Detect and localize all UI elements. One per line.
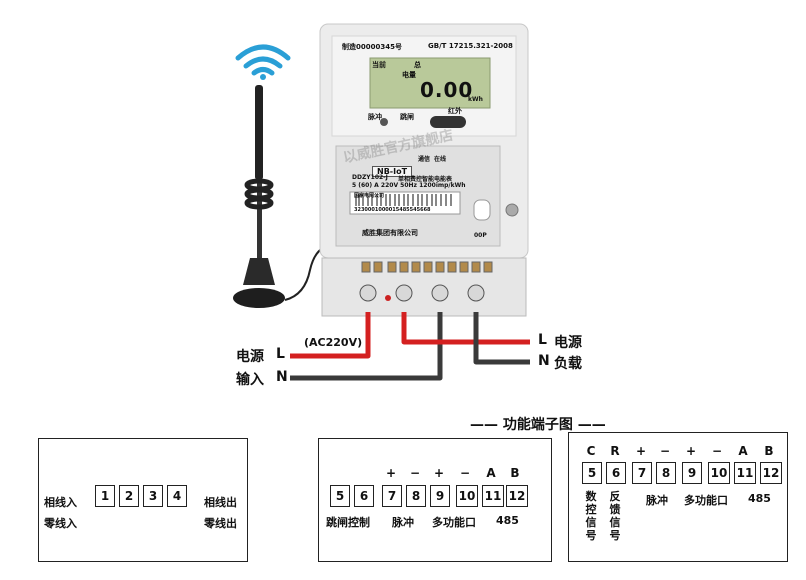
f1-terminal-8: 8	[406, 485, 426, 507]
label-zero-out: 零线出	[204, 517, 237, 530]
f2-symbol-7: +	[635, 444, 647, 458]
f2-symbol-8: −	[659, 444, 671, 458]
f1-terminal-11: 11	[482, 485, 504, 507]
terminal-diagram-title: —— 功能端子图 ——	[470, 417, 606, 433]
f1-terminal-6: 6	[354, 485, 374, 507]
f1-symbol-7: +	[385, 466, 397, 480]
terminal-2: 2	[119, 485, 139, 507]
f1-terminal-5: 5	[330, 485, 350, 507]
indicator-ir-label: 红外	[448, 107, 462, 115]
f1-symbol-11: A	[486, 466, 496, 480]
meter-owner: 国家电网公司	[354, 193, 385, 199]
f2-terminal-8: 8	[656, 462, 676, 484]
f2-symbol-12: B	[764, 444, 774, 458]
module-status-comm: 通信	[418, 156, 431, 163]
lcd-label-current: 当前	[372, 61, 386, 69]
label-phase-out: 相线出	[204, 496, 237, 509]
label-left-n: N	[276, 369, 288, 385]
f1-symbol-9: +	[433, 466, 445, 480]
f2-terminal-5: 5	[582, 462, 602, 484]
terminal-3: 3	[143, 485, 163, 507]
meter-standard: GB/T 17215.321-2008	[428, 42, 513, 50]
label-left-l: L	[276, 346, 285, 362]
label-zero-in: 零线入	[44, 517, 77, 530]
f2-terminal-9: 9	[682, 462, 702, 484]
label-power-source: 电源	[236, 349, 264, 365]
f2-label-485: 485	[748, 492, 771, 505]
meter-maker: 威胜集团有限公司	[362, 229, 418, 237]
f1-symbol-10: −	[459, 466, 471, 480]
f2-symbol-9: +	[685, 444, 697, 458]
terminal-4: 4	[167, 485, 187, 507]
f2-terminal-7: 7	[632, 462, 652, 484]
meter-type-name: 单相费控智能电能表	[398, 176, 453, 183]
label-input: 输入	[236, 372, 264, 388]
neutral-output-wire	[473, 312, 530, 365]
label-right-l: L	[538, 332, 547, 348]
indicator-trip-label: 跳闸	[400, 113, 414, 121]
meter-model: DDZY102-J	[352, 174, 388, 181]
f1-terminal-9: 9	[430, 485, 450, 507]
f1-label-485: 485	[496, 514, 519, 527]
label-voltage: (AC220V)	[304, 336, 363, 349]
f2-label-feedback-signal: 反馈信号	[609, 490, 621, 542]
live-input-wire	[290, 312, 371, 359]
lcd-label-total: 总	[414, 61, 421, 69]
antenna-icon	[233, 85, 331, 308]
f2-symbol-c: C	[586, 444, 596, 458]
terminal-1: 1	[95, 485, 115, 507]
label-right-load: 负载	[554, 356, 582, 372]
wifi-icon	[235, 44, 291, 80]
function-terminal-diagram-2	[568, 432, 788, 562]
f1-terminal-10: 10	[456, 485, 478, 507]
lcd-label-energy: 电量	[402, 71, 416, 79]
meter-spec: 5 (60) A 220V 50Hz 1200imp/kWh	[352, 182, 466, 189]
f2-terminal-12: 12	[760, 462, 782, 484]
lcd-value: 0.00	[420, 78, 474, 102]
f2-symbol-r: R	[610, 444, 620, 458]
f2-label-cnc-signal: 数控信号	[585, 490, 597, 542]
meter-cert: 制造00000345号	[342, 43, 402, 51]
f2-symbol-10: −	[711, 444, 723, 458]
label-right-n: N	[538, 353, 550, 369]
f2-terminal-6: 6	[606, 462, 626, 484]
f1-label-trip-control: 跳闸控制	[326, 516, 370, 529]
label-right-power: 电源	[554, 335, 582, 351]
f2-symbol-11: A	[738, 444, 748, 458]
f1-label-multifunction: 多功能口	[432, 516, 476, 529]
electric-meter-icon	[319, 23, 529, 317]
meter-barcode-number: 3230001000015485545668	[354, 207, 431, 213]
f1-label-pulse: 脉冲	[392, 516, 414, 529]
f2-terminal-10: 10	[708, 462, 730, 484]
module-status-online: 在线	[434, 156, 447, 163]
meter-side-code: 00P	[474, 232, 487, 239]
neutral-input-wire	[290, 312, 443, 381]
live-output-wire	[401, 312, 530, 345]
indicator-pulse-label: 脉冲	[368, 113, 382, 121]
module-name: NB-IoT	[372, 166, 413, 177]
label-phase-in: 相线入	[44, 496, 77, 509]
lcd-unit: kWh	[468, 96, 483, 103]
f2-label-multifunction: 多功能口	[684, 494, 728, 507]
f2-label-pulse: 脉冲	[646, 494, 668, 507]
f1-terminal-12: 12	[506, 485, 528, 507]
f2-terminal-11: 11	[734, 462, 756, 484]
f1-terminal-7: 7	[382, 485, 402, 507]
f1-symbol-12: B	[510, 466, 520, 480]
f1-symbol-8: −	[409, 466, 421, 480]
